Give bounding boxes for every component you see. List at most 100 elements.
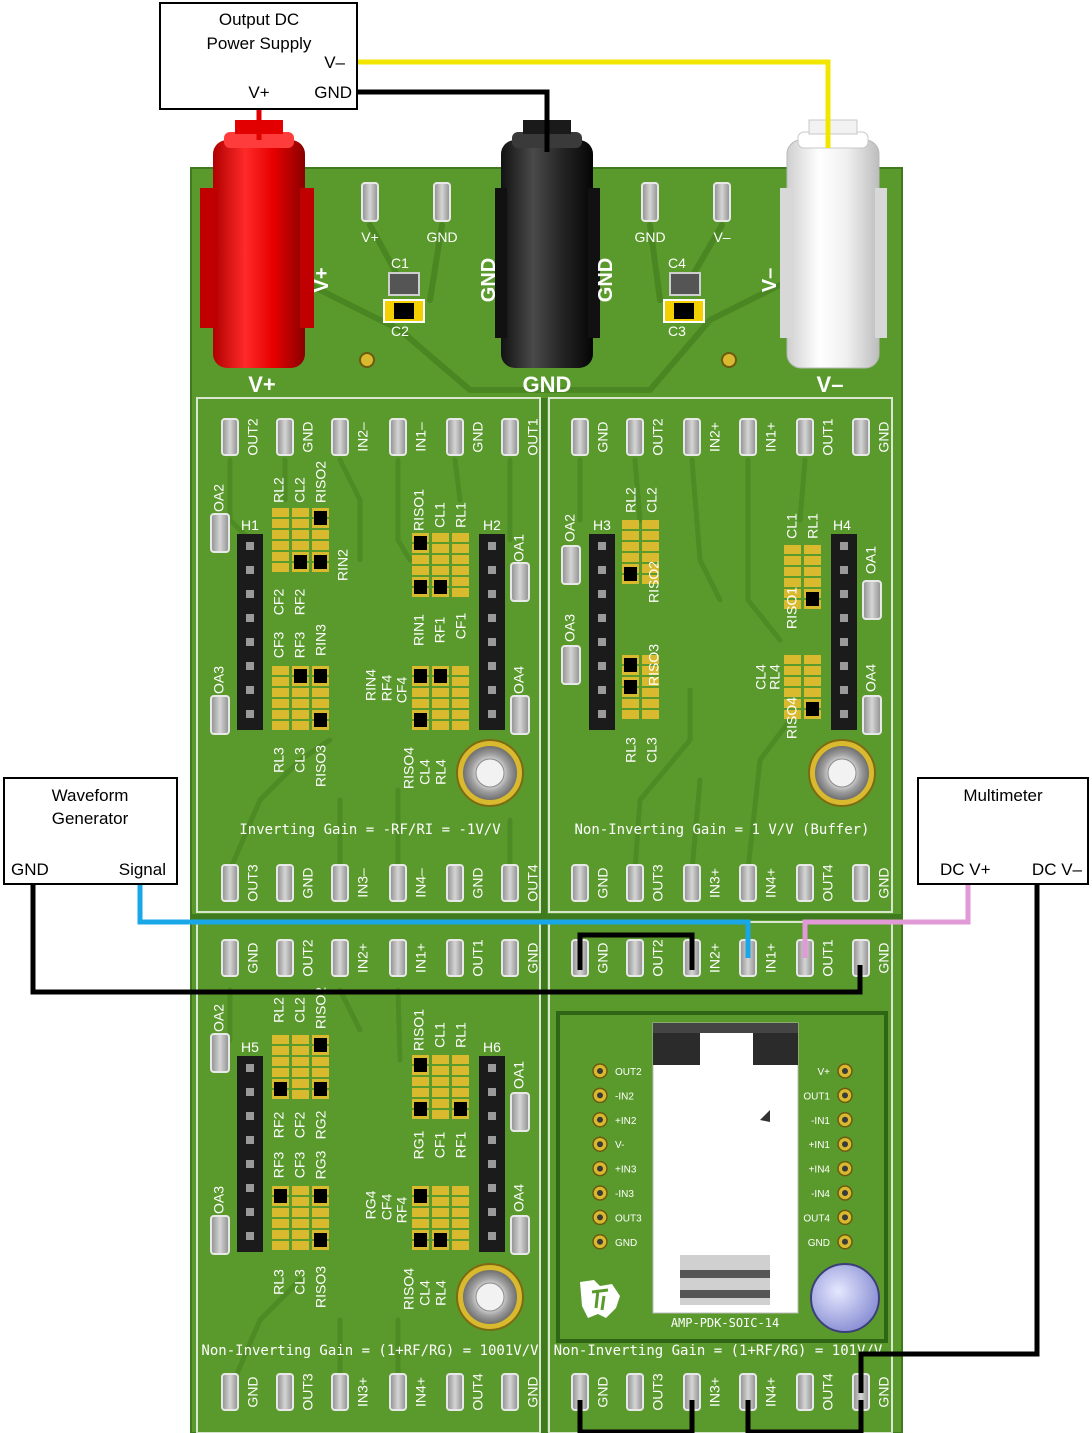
br-top-pin-label-1: OUT2 xyxy=(650,939,666,977)
tl-lbl-rl1: RL1 xyxy=(453,502,469,528)
bl-grid-d-pad xyxy=(452,1241,469,1250)
tr-header-h3-pin xyxy=(598,614,606,622)
bl-oa4-label: OA4 xyxy=(511,1184,527,1212)
card-left-hole-1 xyxy=(597,1092,603,1099)
tr-grid-d-pad xyxy=(784,655,801,664)
jack-vplus[interactable] xyxy=(200,120,314,368)
tr-header-h4-pin xyxy=(840,590,848,598)
wire-blue-signal xyxy=(137,884,751,958)
tr-header-h4 xyxy=(831,534,857,730)
bl-lbl-rf1: RF1 xyxy=(453,1132,469,1159)
tr-lbl-cl4: CL4 xyxy=(753,664,769,690)
tr-top-pin-pad-5 xyxy=(852,418,870,456)
tl-lbl-cf3: CF3 xyxy=(271,632,287,659)
tr-top-pin-label-2: IN2+ xyxy=(707,422,723,452)
tl-grid-b-pad xyxy=(272,688,289,697)
tl-grid-d-pad xyxy=(432,699,449,708)
jack-gnd[interactable] xyxy=(495,120,600,368)
bl-grid-c-pad xyxy=(452,1088,469,1097)
wire-black-dcvminus xyxy=(858,884,1040,1393)
cap-label-c3: C3 xyxy=(668,323,686,339)
tr-top-pin-label-0: GND xyxy=(595,421,611,452)
tl-header-h2-pin xyxy=(488,542,496,550)
tr-grid-d-pad xyxy=(804,666,821,675)
card-right-label-2: -IN1 xyxy=(811,1116,830,1127)
bl-grid-c-pad xyxy=(432,1110,449,1119)
tr-grid-a-pad xyxy=(622,531,639,540)
tl-lbl-cf1: CF1 xyxy=(453,613,469,640)
br-bottom-pin-label-3: IN4+ xyxy=(763,1377,779,1407)
bl-bottom-pin-pad-1 xyxy=(276,1373,294,1411)
bl-grid-c-pad xyxy=(412,1088,429,1097)
tl-grid-a-pad xyxy=(272,508,289,517)
bl-grid-a-component xyxy=(314,1082,327,1096)
tl-top-pin-label-3: IN1– xyxy=(413,422,429,452)
tr-lbl-rl3: RL3 xyxy=(623,737,639,763)
test-pad-vplus xyxy=(361,182,379,222)
tl-grid-c-pad xyxy=(432,566,449,575)
bl-grid-a-pad xyxy=(292,1068,309,1077)
bl-grid-a-pad xyxy=(272,1046,289,1055)
card-right-hole-7 xyxy=(842,1238,848,1245)
multimeter-title: Multimeter xyxy=(963,786,1043,805)
card-left-label-0: OUT2 xyxy=(615,1067,642,1078)
jack-vminus[interactable] xyxy=(780,119,887,369)
power-supply-terminal-vplus: V+ xyxy=(248,83,269,102)
bl-lbl-cf3: CF3 xyxy=(292,1152,308,1179)
tr-top-pin-pad-2 xyxy=(683,418,701,456)
tr-grid-c-pad xyxy=(784,556,801,565)
multimeter-terminal-dcvminus: DC V– xyxy=(1032,860,1083,879)
card-right-hole-0 xyxy=(842,1068,848,1074)
bl-bottom-pin-label-0: GND xyxy=(245,1376,261,1407)
bl-lbl-rg2: RG2 xyxy=(313,1110,329,1139)
tl-grid-a-component xyxy=(314,555,327,569)
wavegen-terminal-gnd: GND xyxy=(11,860,49,879)
tr-oa4-label: OA4 xyxy=(863,664,879,692)
bl-top-pin-label-1: OUT2 xyxy=(300,939,316,977)
bl-top-pin-label-2: IN2+ xyxy=(355,943,371,973)
tl-grid-b-pad xyxy=(272,699,289,708)
bl-grid-c-pad xyxy=(452,1077,469,1086)
power-supply-box: Output DC Power Supply V– V+ GND xyxy=(159,2,358,110)
tl-grid-a-pad xyxy=(312,530,329,539)
module-outline-top-right xyxy=(548,397,893,913)
bl-grid-c-pad xyxy=(452,1055,469,1064)
tr-grid-c-pad xyxy=(804,545,821,554)
bl-lbl-rl2: RL2 xyxy=(271,997,287,1023)
bl-grid-d-pad xyxy=(432,1186,449,1195)
jumper-bottom-in4-gnd xyxy=(745,1400,864,1433)
tr-lbl-riso2: RISO2 xyxy=(646,561,662,603)
bl-bottom-pin-pad-5 xyxy=(501,1373,519,1411)
bl-top-pin-pad-2 xyxy=(331,939,349,977)
tr-grid-b-pad xyxy=(642,688,659,697)
bl-grid-c-pad xyxy=(432,1088,449,1097)
bl-grid-c-pad xyxy=(432,1099,449,1108)
tr-bottom-pin-label-3: IN4+ xyxy=(763,868,779,898)
multimeter-terminal-dcvplus: DC V+ xyxy=(940,860,991,879)
bl-lbl-rl3: RL3 xyxy=(271,1269,287,1295)
tr-grid-d-pad xyxy=(784,710,801,719)
tr-top-pin-label-3: IN1+ xyxy=(763,422,779,452)
tr-grid-b-pad xyxy=(622,699,639,708)
tl-top-pin-label-4: GND xyxy=(470,421,486,452)
bl-grid-b-pad xyxy=(292,1219,309,1228)
bl-bottom-pin-label-1: OUT3 xyxy=(300,1373,316,1411)
bl-lbl-cf4: CF4 xyxy=(379,1194,395,1221)
tl-oa1-pad xyxy=(510,562,530,602)
bl-grid-b-pad xyxy=(292,1197,309,1206)
tr-header-h3-pin xyxy=(598,566,606,574)
tl-oa2-pad xyxy=(210,513,230,553)
card-left-label-5: -IN3 xyxy=(615,1189,634,1200)
tl-lbl-rl3: RL3 xyxy=(271,747,287,773)
tl-header-h1-pin xyxy=(246,590,254,598)
bl-header-h5-pin xyxy=(246,1160,254,1168)
tl-lbl-cf4: CF4 xyxy=(394,677,410,704)
bl-grid-c-component xyxy=(414,1058,427,1072)
card-right-label-1: OUT1 xyxy=(803,1091,830,1102)
card-right-hole-3 xyxy=(842,1141,848,1148)
bl-lbl-cl1: CL1 xyxy=(432,1022,448,1048)
tl-bottom-pin-label-5: OUT4 xyxy=(525,864,541,902)
tr-bottom-pin-pad-4 xyxy=(796,864,814,902)
